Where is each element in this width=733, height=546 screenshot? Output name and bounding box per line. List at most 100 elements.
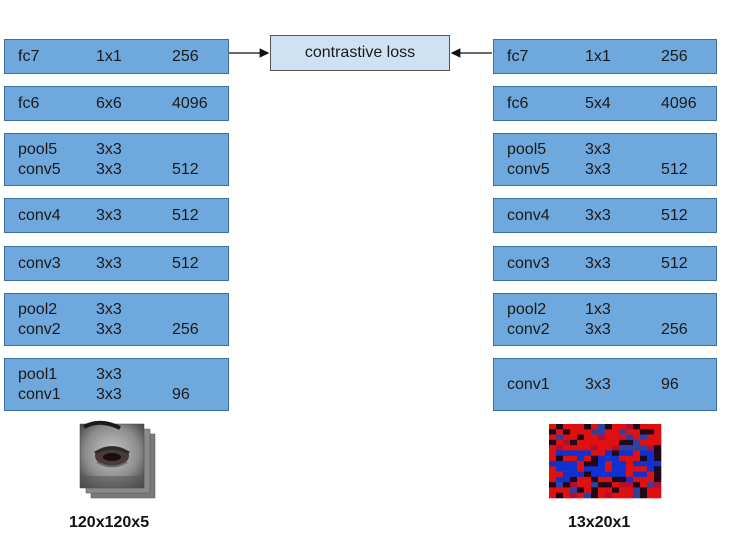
left-pool5-conv5-layer: pool5 3x3 conv5 3x3 512 [4, 133, 229, 186]
right-input-size-caption: 13x20x1 [568, 514, 631, 531]
heatmap-cell [633, 429, 641, 435]
heatmap-cell [549, 439, 557, 446]
heatmap-cell [619, 445, 627, 451]
heatmap-cell [647, 434, 655, 441]
heatmap-cell [584, 471, 592, 478]
layer-channels: 512 [661, 255, 688, 272]
heatmap-cell [556, 445, 564, 451]
heatmap-cell [619, 439, 627, 446]
heatmap-cell [654, 424, 662, 430]
heatmap-cell [563, 429, 571, 435]
heatmap-cell [577, 424, 585, 430]
left-fc6-layer: fc6 6x6 4096 [4, 86, 229, 121]
heatmap-cell [584, 455, 592, 462]
heatmap-cell [640, 424, 648, 430]
layer-channels: 4096 [172, 95, 208, 112]
heatmap-cell [563, 482, 571, 488]
heatmap-cell [633, 450, 641, 457]
heatmap-cell [654, 482, 662, 488]
heatmap-cell [591, 450, 599, 457]
heatmap-cell [584, 482, 592, 488]
left-fc7-layer: fc7 1x1 256 [4, 39, 229, 74]
heatmap-cell [563, 461, 571, 467]
heatmap-cell [577, 471, 585, 478]
layer-kernel: 1x1 [585, 48, 611, 65]
heatmap-cell [591, 424, 599, 430]
heatmap-cell [633, 461, 641, 467]
conv-kernel: 3x3 [96, 386, 122, 403]
pool-name: pool5 [507, 141, 547, 158]
heatmap-cell [612, 424, 620, 430]
heatmap-cell [640, 434, 648, 441]
heatmap-cell [633, 492, 641, 499]
heatmap-cell [633, 466, 641, 472]
heatmap-cell [647, 482, 655, 488]
heatmap-cell [612, 439, 620, 446]
left-input-size-caption: 120x120x5 [69, 514, 150, 531]
heatmap-cell [584, 492, 592, 499]
heatmap-cell [640, 450, 648, 457]
heatmap-cell [654, 434, 662, 441]
heatmap-cell [633, 482, 641, 488]
heatmap-cell [626, 471, 634, 478]
heatmap-cell [591, 439, 599, 446]
layer-name: conv3 [507, 255, 550, 272]
layer-kernel: 3x3 [96, 255, 122, 272]
heatmap-cell [549, 471, 557, 478]
conv-name: conv2 [507, 321, 550, 338]
heatmap-cell [626, 424, 634, 430]
heatmap-cell [633, 424, 641, 430]
heatmap-cell [640, 466, 648, 472]
heatmap-cell [647, 450, 655, 457]
conv-name: conv5 [18, 161, 61, 178]
heatmap-cell [549, 424, 557, 430]
conv-kernel: 3x3 [585, 161, 611, 178]
layer-channels: 512 [661, 207, 688, 224]
heatmap-cell [577, 455, 585, 462]
heatmap-cell [591, 476, 599, 483]
conv-name: conv5 [507, 161, 550, 178]
heatmap-cell [549, 429, 557, 435]
heatmap-cell [556, 471, 564, 478]
heatmap-cell [584, 424, 592, 430]
conv-name: conv1 [18, 386, 61, 403]
heatmap-cell [619, 482, 627, 488]
heatmap-cell [598, 461, 606, 467]
heatmap-cell [612, 455, 620, 462]
heatmap-cell [563, 434, 571, 441]
heatmap-cell [619, 466, 627, 472]
conv-kernel: 3x3 [96, 321, 122, 338]
heatmap-cell [619, 487, 627, 494]
heatmap-cell [556, 492, 564, 499]
heatmap-cell [612, 461, 620, 467]
heatmap-cell [584, 466, 592, 472]
heatmap-cell [570, 461, 578, 467]
heatmap-cell [605, 439, 613, 446]
layer-name: fc6 [507, 95, 529, 112]
heatmap-cell [598, 439, 606, 446]
layer-kernel: 3x3 [585, 207, 611, 224]
heatmap-cell [577, 476, 585, 483]
heatmap-cell [570, 424, 578, 430]
heatmap-cell [577, 461, 585, 467]
heatmap-cell [619, 429, 627, 435]
heatmap-cell [647, 439, 655, 446]
heatmap-cell [633, 439, 641, 446]
heatmap-cell [570, 487, 578, 494]
heatmap-cell [577, 492, 585, 499]
heatmap-cell [591, 429, 599, 435]
heatmap-cell [563, 487, 571, 494]
heatmap-cell [591, 487, 599, 494]
heatmap-cell [563, 424, 571, 430]
heatmap-cell [591, 471, 599, 478]
heatmap-cell [591, 466, 599, 472]
heatmap-cell [556, 476, 564, 483]
layer-channels: 256 [172, 48, 199, 65]
heatmap-cell [654, 429, 662, 435]
heatmap-cell [563, 471, 571, 478]
heatmap-cell [577, 482, 585, 488]
heatmap-cell [577, 434, 585, 441]
heatmap-cell [549, 476, 557, 483]
heatmap-cell [605, 450, 613, 457]
heatmap-cell [549, 434, 557, 441]
